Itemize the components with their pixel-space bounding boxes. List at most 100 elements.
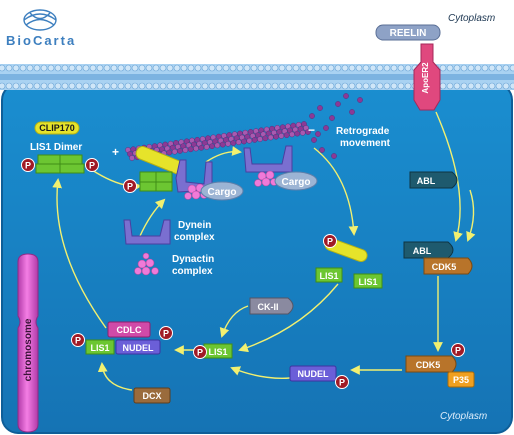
tubulin-bead	[166, 149, 173, 156]
svg-text:P: P	[89, 161, 95, 171]
lipid-head	[453, 82, 461, 90]
lipid-head	[467, 82, 475, 90]
lipid-head	[138, 64, 146, 72]
lipid-head	[369, 64, 377, 72]
lipid-head	[257, 82, 265, 90]
minus-end-label: −	[308, 123, 315, 137]
dcx-protein: DCX	[133, 387, 171, 404]
tubulin-bead	[241, 138, 247, 145]
lipid-head	[12, 82, 20, 90]
arrow-dcx-to-lis1	[97, 362, 133, 391]
tubulin-dot	[317, 105, 323, 111]
tubulin-bead	[230, 140, 237, 146]
tubulin-bead	[225, 140, 231, 147]
lipid-head	[509, 64, 514, 72]
dynein-complex-legend: Dynein complex	[123, 219, 215, 245]
nudel-protein-bottom: NUDEL	[289, 365, 337, 382]
lipid-head	[0, 64, 6, 72]
phospho-lis1-center: P	[193, 345, 207, 359]
retrograde-label-line1: Retrograde	[336, 126, 390, 137]
lipid-head	[103, 64, 111, 72]
lipid-head	[460, 82, 468, 90]
phospho-lis1-left: P	[71, 333, 85, 347]
chromosome-label: chromosome	[23, 318, 34, 381]
dcx-label: DCX	[142, 391, 161, 401]
lipid-head	[299, 64, 307, 72]
lipid-head	[201, 82, 209, 90]
cytoplasm-label-top: Cytoplasm	[448, 13, 495, 24]
phospho-marks: P P P P P P P P P	[21, 158, 465, 389]
lipid-head	[327, 82, 335, 90]
lipid-head	[467, 64, 475, 72]
lipid-head	[495, 64, 503, 72]
tubulin-dot	[309, 113, 315, 119]
cdlc-protein: CDLC	[107, 321, 151, 338]
cargo-2-label: Cargo	[282, 177, 311, 188]
dynactin-icon	[134, 252, 159, 276]
tubulin-dot	[335, 101, 341, 107]
cdk5-2-label: CDK5	[416, 360, 441, 370]
lipid-head	[40, 64, 48, 72]
lipid-head	[348, 82, 356, 90]
lipid-head	[439, 64, 447, 72]
lipid-head	[397, 82, 405, 90]
microtubule: + −	[112, 121, 315, 161]
lipid-head	[145, 64, 153, 72]
lipid-head	[40, 82, 48, 90]
lipid-head	[208, 82, 216, 90]
lipid-head	[243, 64, 251, 72]
tubulin-bead	[182, 147, 189, 153]
lipid-head	[404, 64, 412, 72]
cdk5-protein-1: CDK5	[423, 257, 473, 275]
lipid-head	[215, 82, 223, 90]
lipid-head	[47, 64, 55, 72]
tubulin-dot	[323, 125, 329, 131]
lipid-head	[229, 64, 237, 72]
lipid-head	[12, 64, 20, 72]
lipid-head	[376, 64, 384, 72]
abl-protein-2: ABL	[403, 241, 454, 259]
ck2-protein: CK-II	[249, 297, 294, 315]
lipid-head	[488, 82, 496, 90]
lipid-head	[404, 82, 412, 90]
tubulin-dot	[311, 137, 317, 143]
lipid-head	[334, 82, 342, 90]
phospho-cdk5: P	[451, 343, 465, 357]
lipid-head	[481, 64, 489, 72]
lipid-head	[26, 64, 34, 72]
lipid-head	[103, 82, 111, 90]
biocarta-logo: BioCarta	[6, 9, 74, 48]
lipid-head	[173, 82, 181, 90]
tubulin-dot	[315, 131, 321, 137]
lipid-head	[509, 82, 514, 90]
apoer2-label: ApoER2	[421, 62, 430, 94]
svg-text:P: P	[339, 378, 345, 388]
ck2-label: CK-II	[258, 302, 279, 312]
cargo-1: Cargo	[200, 181, 244, 201]
svg-text:P: P	[25, 161, 31, 171]
tubulin-bead	[214, 142, 221, 149]
tubulin-bead	[235, 139, 242, 145]
lipid-head	[341, 82, 349, 90]
arrow-nudel-to-lis1	[230, 366, 291, 379]
tubulin-bead	[187, 146, 194, 153]
tubulin-bead	[278, 133, 285, 139]
arrow-apoer2-to-abl-cdk5	[435, 111, 463, 242]
tubulin-dot	[343, 93, 349, 99]
apoer2-receptor: ApoER2	[413, 43, 441, 111]
lipid-head	[250, 82, 258, 90]
lipid-head	[124, 64, 132, 72]
lipid-head	[110, 64, 118, 72]
lipid-head	[390, 64, 398, 72]
lipid-head	[159, 82, 167, 90]
tubulin-dot	[329, 115, 335, 121]
arrow-abl-to-abl-cdk5	[466, 189, 476, 242]
tubulin-bead	[273, 133, 279, 140]
dynactin-complex-legend: Dynactin complex	[134, 252, 214, 277]
tubulin-dot	[349, 109, 355, 115]
lipid-head	[82, 64, 90, 72]
lipid-head	[320, 64, 328, 72]
p35-label: P35	[453, 375, 469, 385]
